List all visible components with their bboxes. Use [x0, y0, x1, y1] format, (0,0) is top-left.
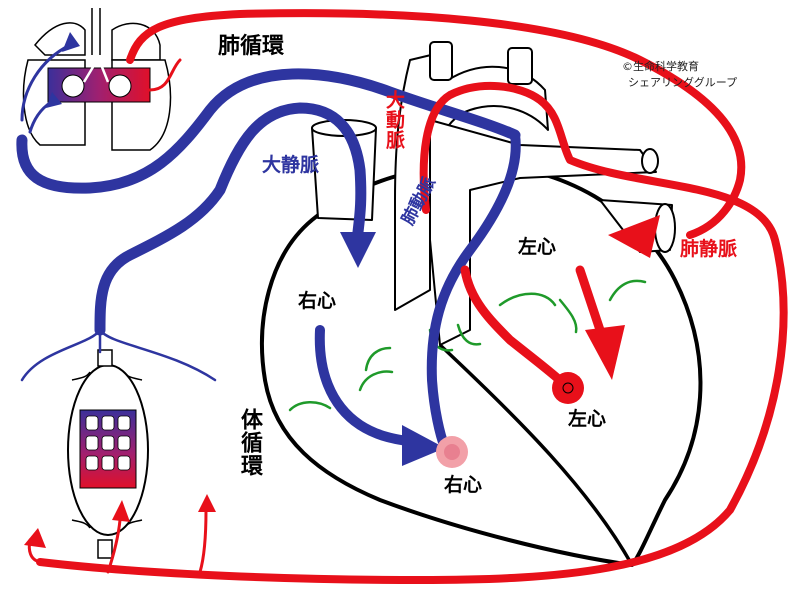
body-organ: [67, 349, 149, 559]
heart-valves: [288, 279, 647, 412]
arterial-arrowheads: [24, 215, 660, 548]
pulmonary-circulation-label: 肺循環: [218, 34, 285, 59]
venous-pathways: [16, 43, 521, 453]
right-ventricle-label: 右心: [444, 474, 483, 496]
vena-cava-label: 大静脈: [262, 154, 320, 176]
venous-arrowheads: [46, 32, 445, 466]
pulmonary-vein-label: 肺静脈: [680, 238, 738, 260]
left-ventricle-label: 左心: [568, 408, 607, 430]
credit-line-2: シェアリンググループ: [628, 76, 738, 89]
aorta-label: 大動脈: [383, 90, 405, 150]
credit-line-1: ©生命科学教育: [622, 60, 699, 73]
right-atrium-label: 右心: [298, 290, 337, 312]
systemic-circulation-label: 体循環: [237, 408, 262, 477]
left-atrium-label: 左心: [518, 236, 557, 258]
arterial-pathways: [27, 9, 788, 584]
